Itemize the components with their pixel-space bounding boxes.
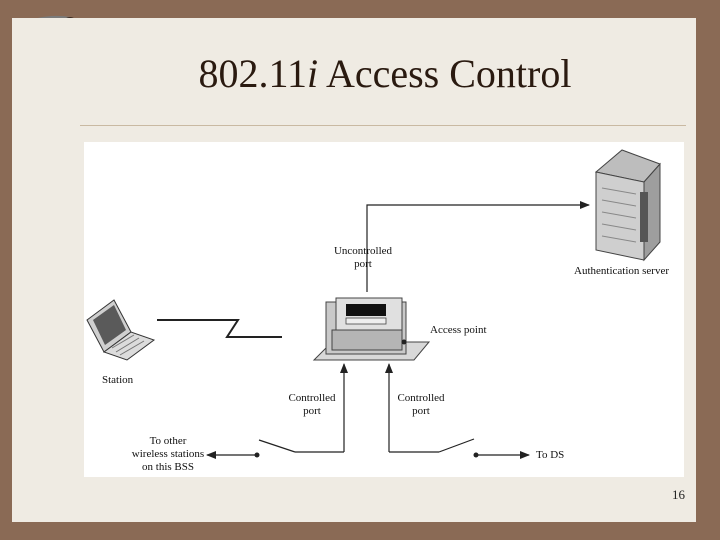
other-stations-line1: To other [149, 435, 187, 447]
title-divider [80, 125, 686, 126]
uncontrolled-port-link [366, 201, 590, 292]
title-rest: Access Control [318, 51, 572, 96]
other-stations-label: To other wireless stations on this BSS [128, 435, 208, 474]
uncontrolled-port-label: Uncontrolled port [333, 245, 393, 271]
access-point-icon [312, 297, 431, 361]
controlled-port-right-line2: port [412, 405, 430, 417]
controlled-port-left-label: Controlled port [282, 392, 342, 418]
page-number: 16 [672, 487, 685, 502]
uncontrolled-port-line1: Uncontrolled [333, 245, 393, 257]
controlled-port-left-line1: Controlled [288, 392, 336, 404]
title-main: 802.11 [198, 51, 308, 96]
right-switch [438, 438, 475, 453]
other-stations-line3: on this BSS [142, 461, 194, 473]
station-label: Station [102, 374, 134, 386]
other-stations-line2: wireless stations [131, 448, 205, 460]
laptop-icon [86, 299, 156, 361]
access-control-diagram: Uncontrolled port Authentication server … [84, 142, 684, 477]
diagram-canvas [86, 149, 661, 459]
uncontrolled-port-line2: port [354, 258, 372, 270]
controlled-port-left-line2: port [303, 405, 321, 417]
controlled-port-right-label: Controlled port [391, 392, 451, 418]
access-point-label: Access point [430, 324, 487, 336]
authentication-server-label: Authentication server [574, 265, 669, 277]
title-italic: i [307, 51, 319, 96]
to-ds-label: To DS [536, 449, 565, 461]
server-icon [594, 149, 661, 262]
wireless-link [157, 319, 282, 338]
left-switch [258, 439, 296, 453]
slide-title: 802.11i Access Control [90, 50, 680, 97]
controlled-port-right-line1: Controlled [397, 392, 445, 404]
